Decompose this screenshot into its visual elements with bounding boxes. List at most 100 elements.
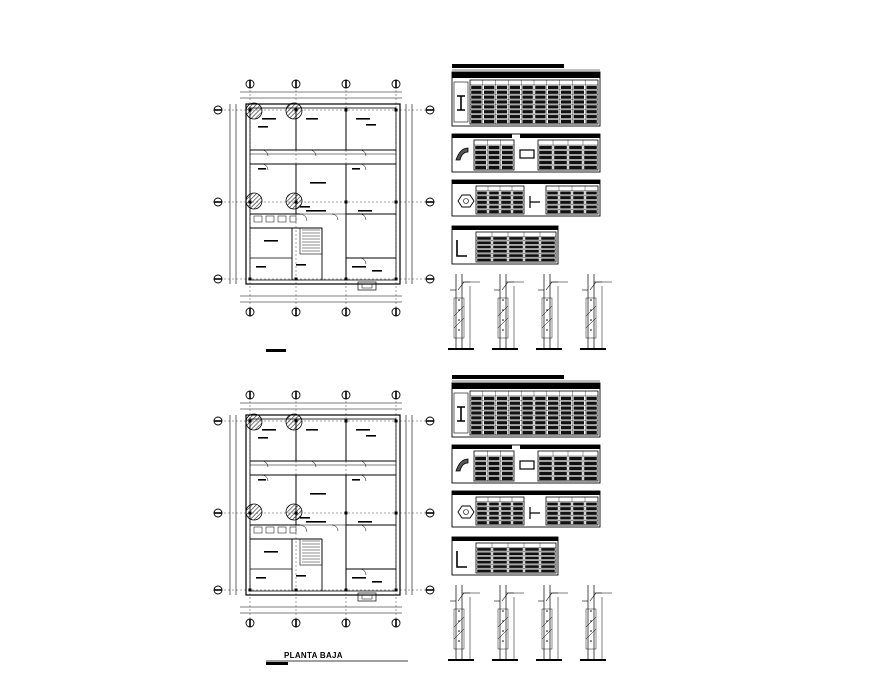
- table-cell: [489, 191, 499, 195]
- table-cell: [471, 110, 482, 114]
- table-cell: [560, 115, 572, 119]
- table-cell: [488, 476, 500, 481]
- table-cell: [525, 254, 539, 257]
- table-cell: [475, 471, 487, 476]
- bolt-dot: [502, 610, 504, 612]
- table-cell: [535, 396, 546, 400]
- table-cell: [509, 105, 520, 109]
- table-cell: [522, 421, 533, 425]
- table-cell: [547, 191, 558, 195]
- exterior-wall: [245, 103, 401, 285]
- connection-detail: [492, 274, 524, 350]
- fixture: [289, 526, 297, 534]
- table-cell: [541, 565, 555, 568]
- column-marker: [394, 108, 398, 112]
- table-cell: [539, 165, 552, 170]
- table-cell: [584, 150, 597, 155]
- table-cell: [560, 191, 571, 195]
- table-cell: [471, 430, 482, 435]
- table-cell: [484, 421, 495, 425]
- table-cell: [484, 95, 495, 99]
- table-cell: [496, 90, 508, 94]
- column-marker: [394, 511, 398, 515]
- connection-detail: [536, 274, 568, 350]
- table-cell: [522, 100, 533, 104]
- l-section-icon: [456, 551, 467, 568]
- circle-hatched-icon: [245, 503, 263, 521]
- table-cell: [525, 241, 539, 245]
- table-cell: [477, 245, 491, 249]
- fixture: [277, 215, 287, 223]
- table-cell: [484, 416, 495, 420]
- table-cell: [548, 85, 559, 89]
- bolt-dot: [590, 319, 592, 321]
- table-cell: [484, 430, 495, 435]
- table-cell: [541, 569, 555, 573]
- table-cell: [477, 565, 491, 568]
- table-cell: [509, 426, 520, 430]
- table-cell: [547, 200, 558, 204]
- table-cell: [493, 241, 507, 245]
- bolt-dot: [546, 319, 548, 321]
- column-marker: [344, 277, 348, 281]
- door-swing: [331, 524, 339, 532]
- detail-line: [457, 281, 470, 291]
- table-cell: [484, 396, 495, 400]
- table-cell: [535, 416, 546, 420]
- angle-section-icon: [455, 458, 469, 472]
- table-cell: [489, 210, 499, 214]
- table-cell: [477, 210, 487, 214]
- table-cell: [471, 421, 482, 425]
- table-cell: [501, 461, 513, 466]
- table-cell: [569, 471, 582, 476]
- column-marker: [344, 200, 348, 204]
- table-cell: [501, 150, 513, 155]
- room-label-text: [356, 429, 370, 431]
- table-cell: [493, 556, 507, 560]
- table-cell: [489, 502, 499, 506]
- table-cell: [554, 165, 567, 170]
- column-marker: [248, 588, 252, 592]
- table-cell: [522, 396, 533, 400]
- table-cell: [539, 471, 552, 476]
- table-cell: [573, 205, 584, 209]
- table-cell: [509, 406, 520, 410]
- table-cell: [560, 421, 572, 425]
- t-section-icon: [529, 507, 540, 519]
- table-cell: [560, 396, 572, 400]
- detail-base: [536, 659, 562, 661]
- table-cell: [573, 416, 584, 420]
- table-cell: [522, 85, 533, 89]
- bolt-dot: [458, 309, 460, 311]
- bolt-dot: [590, 640, 592, 642]
- table-cell: [509, 115, 520, 119]
- table-cell: [471, 406, 482, 410]
- detail-plate: [453, 297, 465, 339]
- stair-outline: [299, 227, 323, 255]
- room-label-text: [262, 118, 276, 120]
- schedule-title-bar: [452, 64, 564, 68]
- detail-plate: [497, 608, 509, 650]
- table-cell: [547, 507, 558, 511]
- table-cell: [489, 516, 499, 520]
- table-cell: [573, 110, 584, 114]
- table-cell: [477, 191, 487, 195]
- door-swing: [261, 163, 269, 171]
- table-cell: [541, 548, 555, 551]
- table-cell: [513, 196, 523, 200]
- room-label-text: [352, 168, 360, 170]
- door-swing: [359, 460, 367, 468]
- table-cell: [509, 556, 523, 560]
- table-cell: [509, 100, 520, 104]
- table-cell: [560, 426, 572, 430]
- table-cell: [586, 426, 597, 430]
- table-cell: [509, 258, 523, 262]
- table-cell: [489, 196, 499, 200]
- room-label-text: [306, 118, 318, 120]
- room-label-text: [264, 240, 278, 242]
- detail-base: [580, 659, 606, 661]
- table-cell: [525, 258, 539, 262]
- table-cell: [560, 119, 572, 124]
- room-label-text: [366, 124, 376, 126]
- table-cell: [522, 115, 533, 119]
